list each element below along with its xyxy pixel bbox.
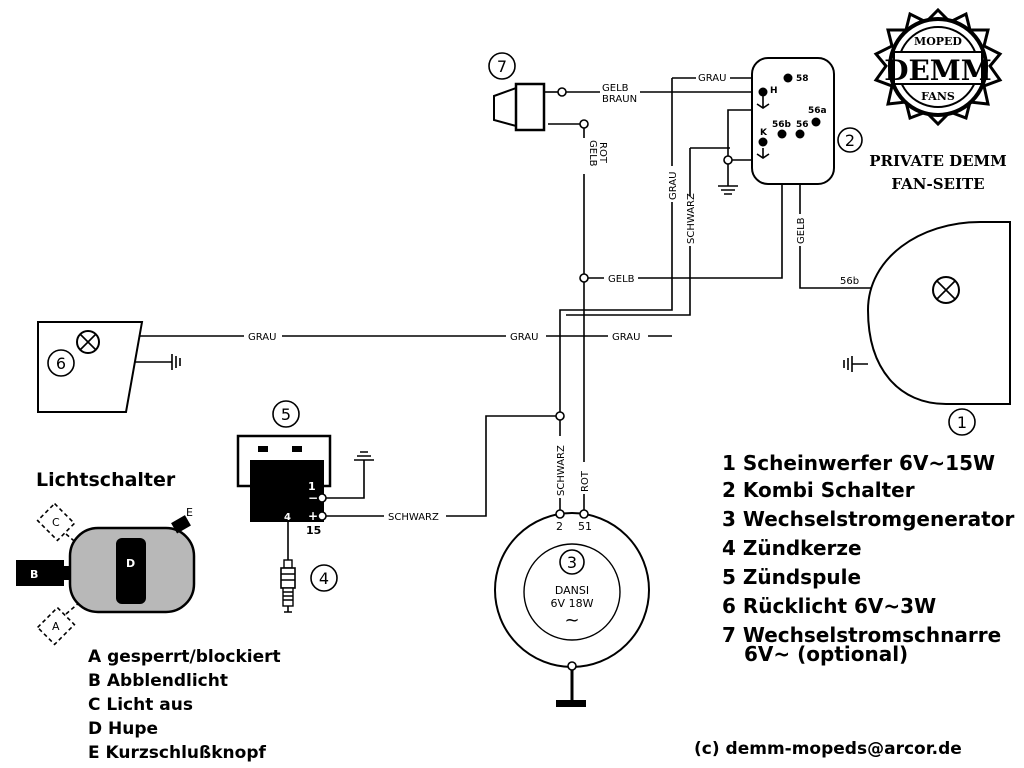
- label-grau-vertical: GRAU: [668, 172, 679, 200]
- label-schwarz-vertical: SCHWARZ: [686, 193, 697, 244]
- headlamp-number: 1: [957, 413, 967, 432]
- switch-legend-b: B Abblendlicht: [88, 671, 228, 691]
- generator-rating: 6V 18W: [551, 597, 594, 610]
- label-gelb-right: GELB: [796, 217, 807, 244]
- generator: 2 51 3 DANSI 6V 18W ~: [494, 509, 650, 671]
- legend-item-3: 3 Wechselstromgenerator: [722, 507, 1014, 531]
- label-gelb-horn: GELB: [602, 83, 629, 94]
- light-switch: Lichtschalter C A B D E A gesperrt/block…: [16, 469, 281, 763]
- label-rot-gen: ROT: [580, 470, 591, 492]
- light-switch-title: Lichtschalter: [36, 469, 176, 491]
- legend-item-6: 6 Rücklicht 6V~3W: [722, 594, 936, 618]
- generator-name: DANSI: [555, 584, 589, 597]
- label-grau-center: GRAU: [510, 332, 538, 343]
- coil-number: 5: [281, 405, 291, 424]
- switch-label-d: D: [126, 557, 135, 570]
- label-braun-horn: BRAUN: [602, 94, 637, 105]
- term-k: K: [760, 128, 768, 138]
- legend-item-1: 1 Scheinwerfer 6V~15W: [722, 451, 995, 475]
- label-grau-right: GRAU: [612, 332, 640, 343]
- wire-labels: GRAU GELB BRAUN GELB ROT GRAU SCHWARZ GE…: [244, 71, 807, 523]
- generator-number: 3: [567, 553, 577, 572]
- switch-label-b: B: [30, 568, 38, 581]
- lamp-56b-label: 56b: [840, 276, 859, 287]
- switch-label-a: A: [52, 620, 60, 633]
- term-56: 56: [796, 120, 809, 130]
- copyright: (c) demm-mopeds@arcor.de: [694, 739, 962, 759]
- label-gelb-mid: GELB: [608, 274, 635, 285]
- label-rot-vertical: ROT: [597, 142, 608, 164]
- horn-number: 7: [497, 57, 507, 76]
- switch-legend-a: A gesperrt/blockiert: [88, 647, 281, 667]
- generator-ac-symbol: ~: [564, 610, 579, 631]
- switch-legend-e: E Kurzschlußknopf: [88, 743, 266, 763]
- switch-legend-d: D Hupe: [88, 719, 158, 739]
- component-legend: 1 Scheinwerfer 6V~15W 2 Kombi Schalter 3…: [722, 451, 1014, 666]
- label-schwarz-coil: SCHWARZ: [388, 512, 439, 523]
- legend-item-7-detail: 6V~ (optional): [744, 642, 908, 666]
- term-58: 58: [796, 74, 809, 84]
- taillight: 6: [37, 321, 144, 413]
- junctions: [555, 155, 733, 421]
- coil-term-minus: −: [308, 491, 318, 505]
- coil-term-1: 1: [308, 480, 316, 493]
- label-grau-left: GRAU: [248, 332, 276, 343]
- spark-plug: 4: [280, 559, 338, 613]
- headlamp: 56b 1: [840, 221, 1011, 436]
- term-56b: 56b: [772, 120, 792, 130]
- logo-caption-line2: FAN-SEITE: [891, 175, 984, 193]
- switch-label-e: E: [186, 506, 193, 519]
- label-schwarz-gen: SCHWARZ: [556, 445, 567, 496]
- switch-label-c: C: [52, 516, 60, 529]
- horn: 7: [488, 52, 589, 132]
- combi-switch: 58 H 56a K 56b 56 2: [751, 57, 863, 185]
- legend-item-2: 2 Kombi Schalter: [722, 478, 915, 502]
- label-gelb-vertical: GELB: [587, 140, 598, 167]
- switch-number: 2: [845, 131, 855, 150]
- coil-term-plus: +: [308, 509, 318, 523]
- taillight-number: 6: [56, 354, 66, 373]
- switch-legend-c: C Licht aus: [88, 695, 193, 715]
- legend-item-4: 4 Zündkerze: [722, 536, 862, 560]
- gen-term-2: 2: [556, 520, 563, 533]
- legend-item-7: 7 Wechselstromschnarre: [722, 623, 1001, 647]
- ignition-coil: 5 1 − 4 + 15: [236, 400, 332, 537]
- term-56a: 56a: [808, 106, 827, 116]
- logo-caption-line1: PRIVATE DEMM: [869, 152, 1007, 170]
- logo-brand: DEMM: [884, 54, 992, 87]
- label-grau-top: GRAU: [698, 73, 726, 84]
- logo-bottom-text: FANS: [921, 90, 955, 103]
- plug-number: 4: [319, 569, 329, 588]
- legend-item-5: 5 Zündspule: [722, 565, 861, 589]
- gen-term-51: 51: [578, 520, 592, 533]
- term-h: H: [770, 86, 778, 96]
- coil-term-4: 4: [284, 512, 291, 523]
- logo-top-text: MOPED: [914, 35, 962, 48]
- demm-logo: MOPED DEMM FANS PRIVATE DEMM FAN-SEITE: [869, 7, 1007, 193]
- coil-term-15: 15: [306, 524, 321, 537]
